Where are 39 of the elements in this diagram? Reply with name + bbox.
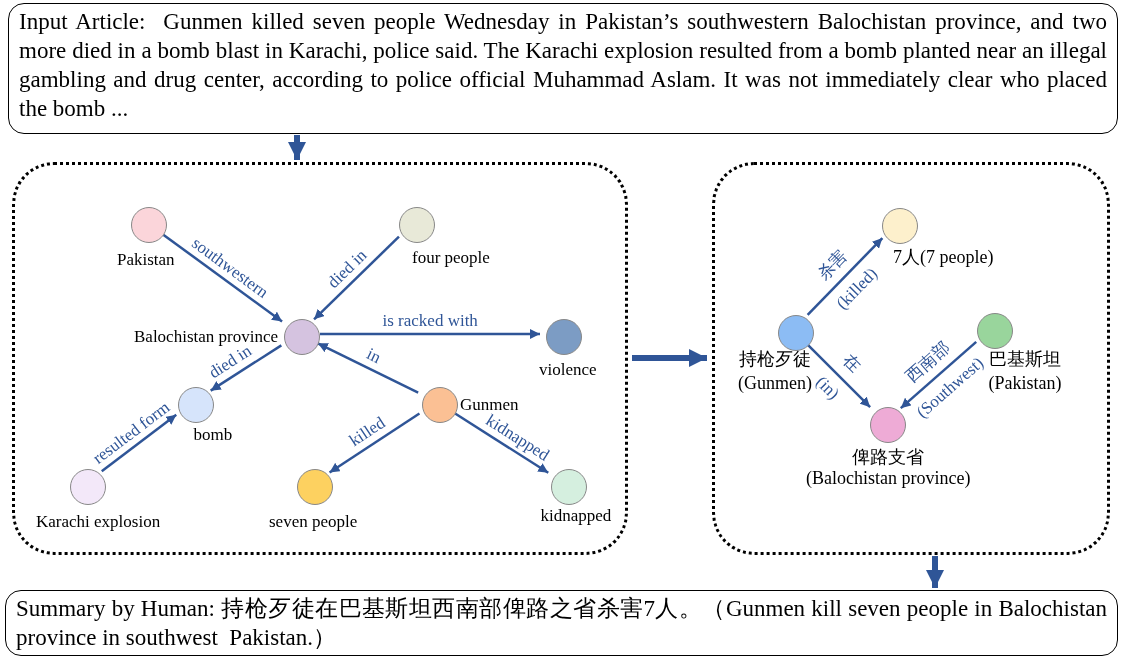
node-label: Pakistan bbox=[117, 250, 175, 270]
article-text: Input Article: Gunmen killed seven people Wednesday in Pakistan’s southwestern Balochistan province, and two more died in a bomb blast in Karachi, police said. The Karachi explosion resulted from a bomb planted near an illegal gambling and drug center, according to police official Muhammad Aslam. It was not immediately clear who placed the bomb ... bbox=[19, 8, 1107, 123]
node-label: kidnapped bbox=[540, 506, 612, 526]
arrow bbox=[806, 343, 872, 409]
arrow bbox=[100, 413, 178, 473]
dotted-panel bbox=[712, 162, 1110, 555]
node-label: 持枪歹徒 bbox=[739, 349, 811, 369]
arrow bbox=[288, 135, 306, 160]
node-label: Balochistan province bbox=[134, 327, 278, 347]
arrow bbox=[162, 233, 283, 323]
arrow bbox=[454, 412, 549, 474]
node-label: Gunmen bbox=[460, 395, 519, 414]
summary-box bbox=[5, 590, 1118, 656]
node-label: four people bbox=[412, 248, 490, 268]
edge-label: in bbox=[363, 344, 385, 369]
arrow bbox=[926, 556, 944, 588]
node-label: 俾路支省 bbox=[852, 447, 924, 467]
arrow bbox=[899, 340, 978, 410]
node-label: bomb bbox=[193, 425, 233, 445]
arrow bbox=[320, 329, 540, 339]
edge-label: is racked with bbox=[382, 311, 478, 331]
node-label: (Balochistan province) bbox=[806, 468, 971, 488]
arrow bbox=[317, 342, 419, 394]
edge-label: 在 (in) bbox=[811, 349, 865, 406]
node-label: (Gunmen) bbox=[738, 373, 812, 393]
arrow bbox=[328, 412, 421, 474]
edge-label: died in bbox=[323, 245, 371, 293]
arrow bbox=[210, 344, 282, 392]
node-label: violence bbox=[539, 360, 597, 380]
arrow bbox=[313, 235, 400, 321]
node-label: 7人(7 people) bbox=[893, 247, 994, 267]
dotted-panel bbox=[12, 162, 628, 555]
node-label: 巴基斯坦 bbox=[989, 349, 1061, 369]
summary-text: Summary by Human: 持枪歹徒在巴基斯坦西南部俾路之省杀害7人。（Gunmen kill seven people in Balochistan province in southwest Pakistan.） bbox=[16, 595, 1107, 652]
node-label: (Pakistan) bbox=[988, 373, 1062, 393]
node-label: seven people bbox=[269, 512, 358, 532]
arrow bbox=[806, 237, 884, 316]
node-label: Karachi explosion bbox=[36, 512, 161, 532]
arrow bbox=[632, 349, 707, 367]
